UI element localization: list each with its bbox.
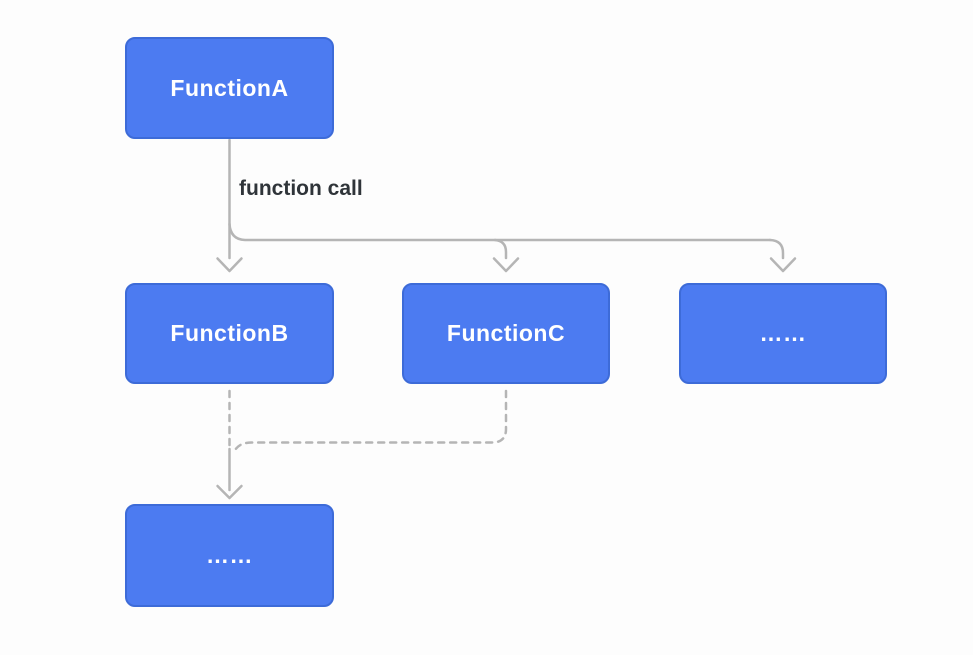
node-function-c-label: FunctionC — [446, 320, 566, 346]
node-more-callees-label: …… — [759, 320, 807, 346]
node-function-a[interactable]: FunctionA — [125, 37, 334, 139]
node-function-a-label: FunctionA — [170, 74, 289, 101]
edge-label-function-call: function call — [239, 177, 363, 200]
arrowhead-c-icon — [492, 257, 520, 273]
edge-c-to-bottom-line — [233, 389, 508, 453]
arrowhead-b-icon — [216, 257, 243, 273]
node-more-callees[interactable]: …… — [679, 283, 887, 384]
arrowhead-bottom-icon — [216, 484, 243, 500]
edge-a-to-more-line — [768, 238, 785, 260]
edge-a-to-c-line — [493, 238, 508, 260]
node-function-b-label: FunctionB — [170, 320, 289, 346]
node-function-b[interactable]: FunctionB — [125, 283, 334, 384]
node-more-nested-label: …… — [206, 542, 253, 568]
arrowhead-more-icon — [769, 257, 797, 273]
node-function-c[interactable]: FunctionC — [402, 283, 610, 384]
node-more-nested[interactable]: …… — [125, 504, 334, 607]
edge-branch-bus-line — [228, 222, 772, 242]
